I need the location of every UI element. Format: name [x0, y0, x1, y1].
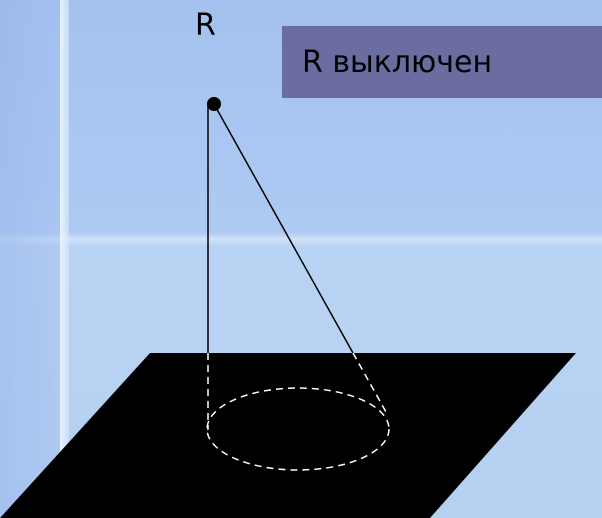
light-source-point: [207, 97, 221, 111]
shadow-ellipse: [206, 387, 390, 471]
slanted-ray: [213, 103, 354, 354]
ground-plane: [0, 353, 576, 518]
vertical-highlight-band: [60, 0, 69, 518]
status-text: R выключен: [302, 44, 493, 80]
status-box: R выключен: [282, 26, 602, 98]
horizontal-highlight-band: [0, 232, 602, 246]
light-source-label: R: [195, 8, 216, 43]
vertical-band: [0, 0, 60, 518]
